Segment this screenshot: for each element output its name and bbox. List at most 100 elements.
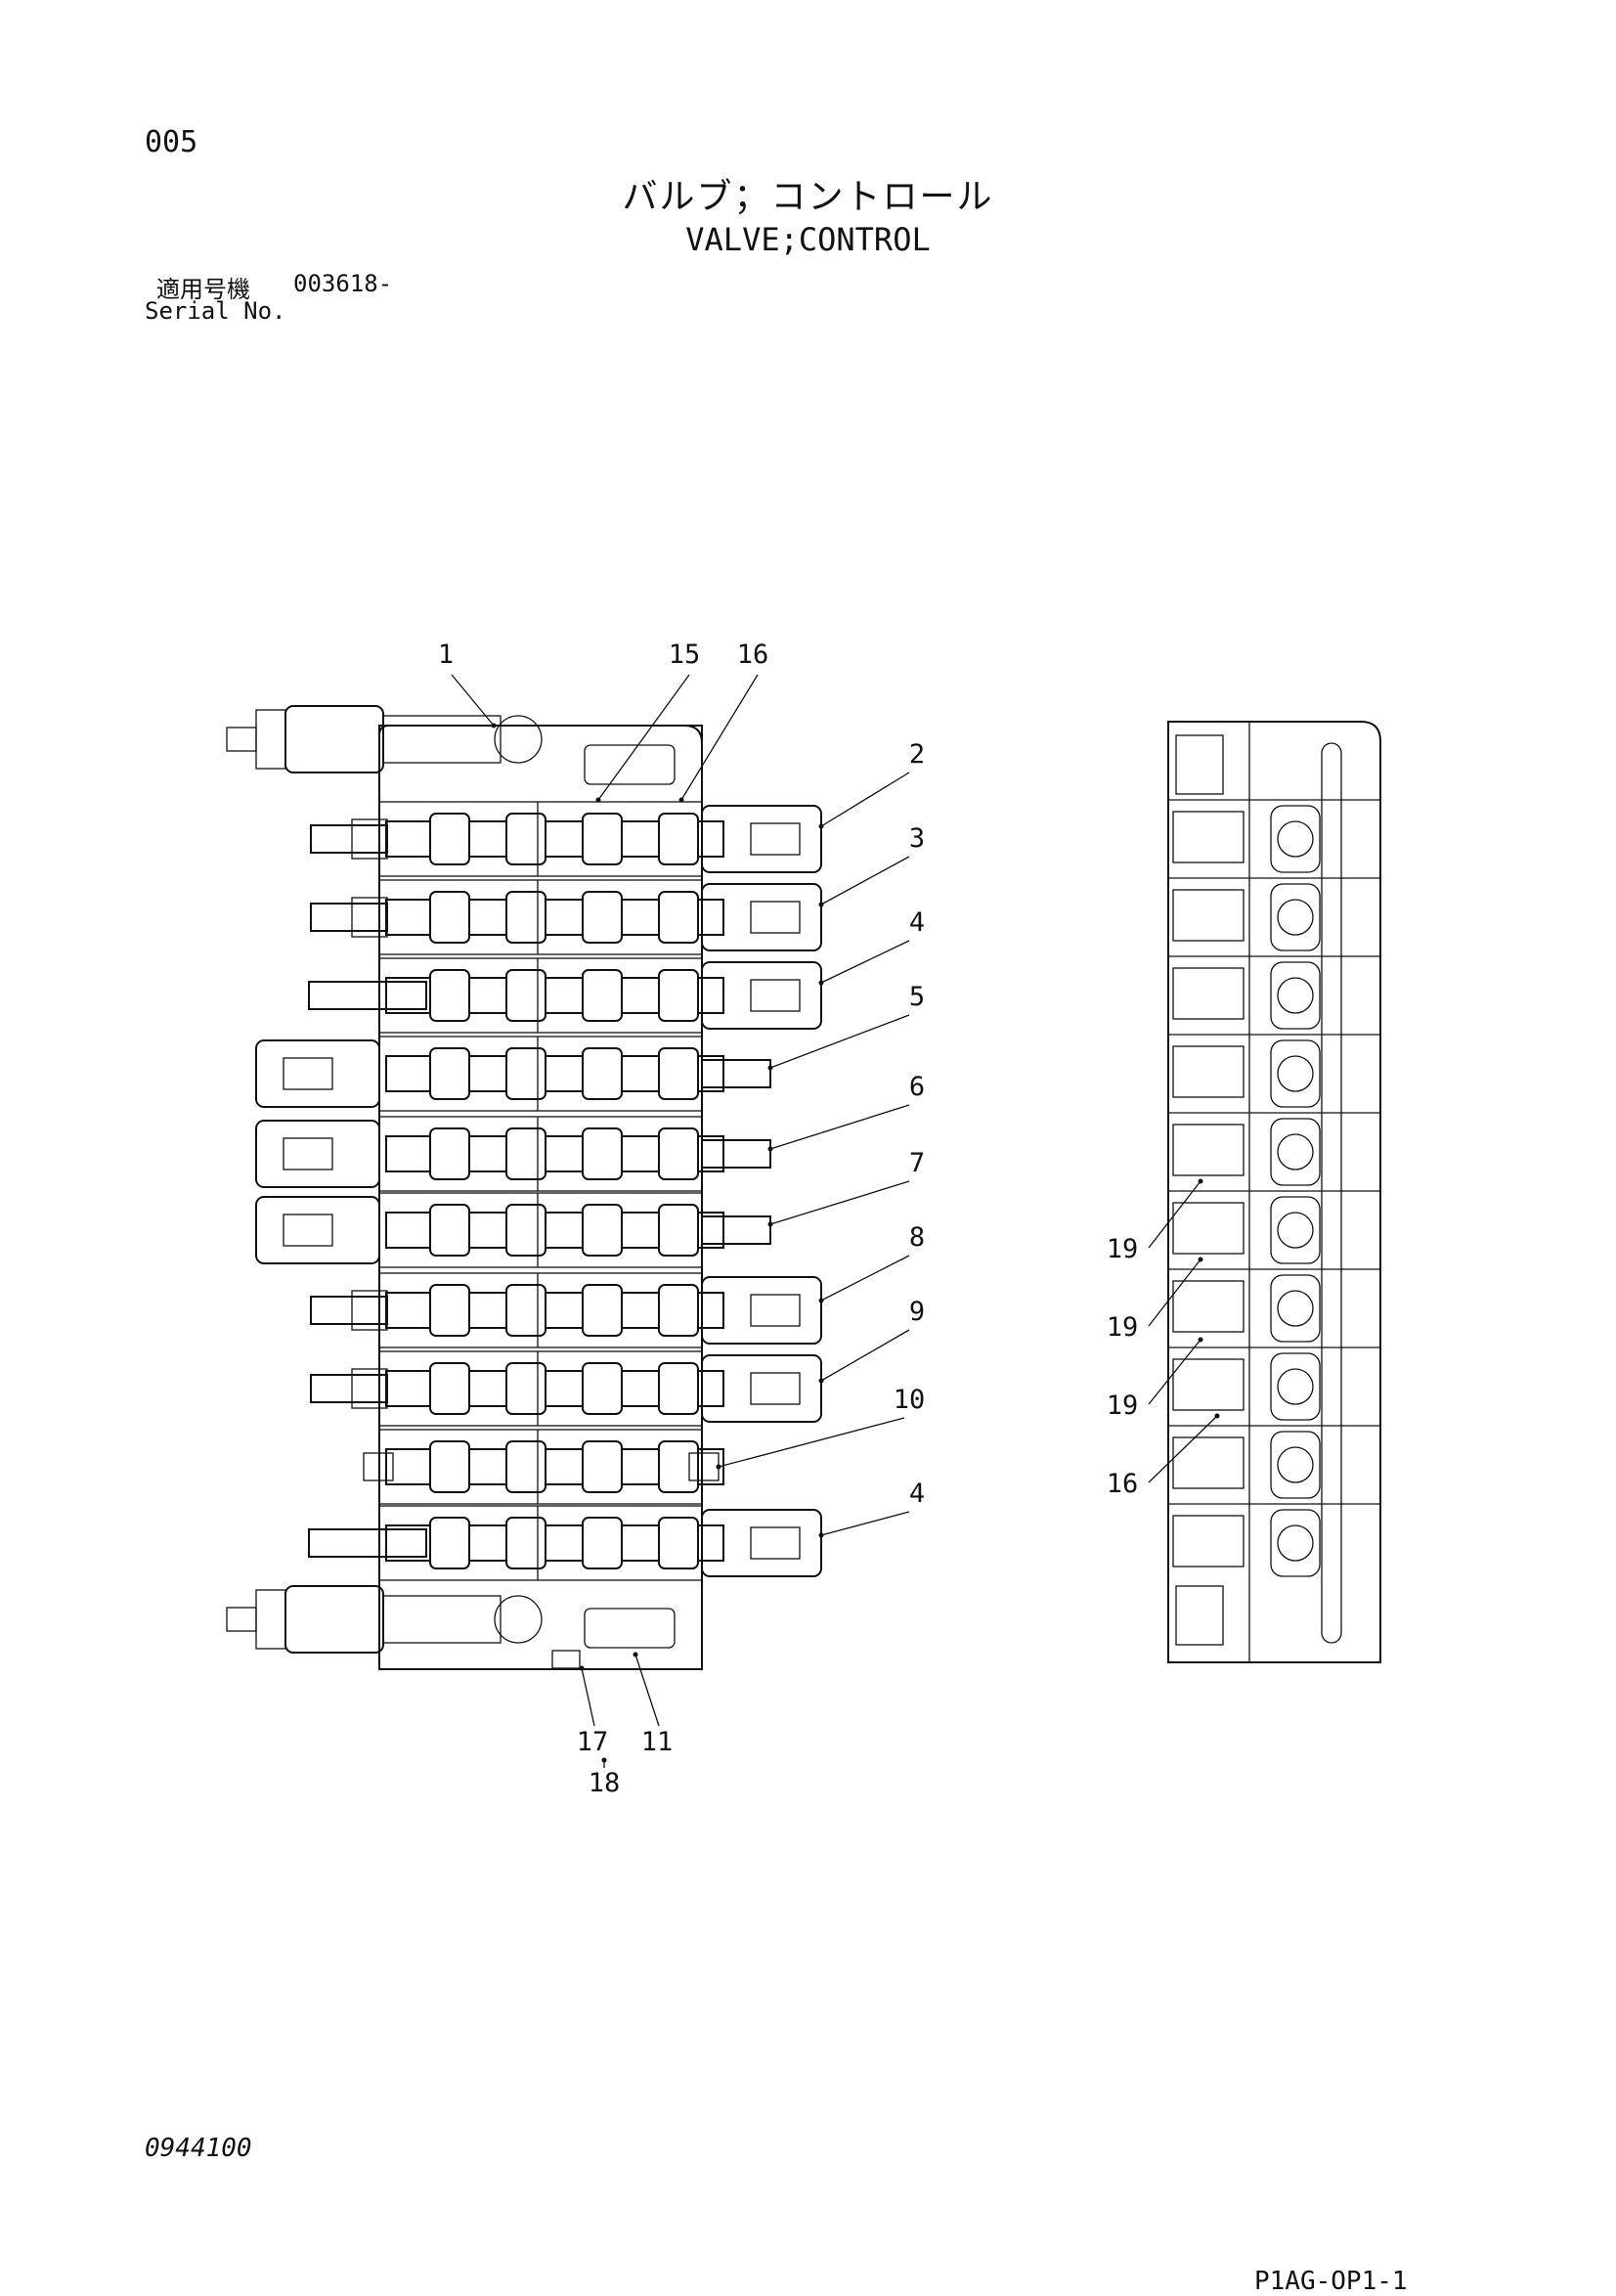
leader-line-c3	[820, 856, 910, 905]
leader-line-c7	[769, 1180, 910, 1225]
leader-line-c19c	[1148, 1339, 1201, 1405]
spool-land	[658, 1127, 699, 1180]
valve-front-view	[226, 705, 822, 1670]
spool-land	[505, 1284, 546, 1337]
left-spool-collar	[351, 1290, 388, 1331]
spool-section-10	[308, 1505, 822, 1581]
spool-land	[658, 1047, 699, 1100]
side-section-4	[1168, 1034, 1380, 1108]
leader-line-c19b	[1148, 1258, 1201, 1327]
leader-line-c15	[597, 674, 690, 801]
left-spring-cap	[255, 1120, 380, 1188]
serial-number-value: 003618-	[293, 270, 393, 297]
spool-section-9	[363, 1429, 724, 1505]
side-port-hole	[1277, 1212, 1314, 1249]
leader-line-c9	[820, 1329, 910, 1382]
spool-land	[429, 1204, 470, 1257]
leader-tip-c17	[579, 1665, 585, 1671]
title-english: VALVE;CONTROL	[685, 221, 931, 258]
serial-label-english: Serial No.	[145, 297, 286, 325]
side-section-2	[1168, 877, 1380, 951]
right-cap-plug	[750, 901, 801, 934]
bottom-solenoid-tip	[226, 1607, 257, 1632]
leader-line-c4b	[820, 1511, 910, 1536]
bottom-solenoid-body	[284, 1585, 384, 1654]
leader-line-c2	[820, 772, 910, 827]
spool-land	[658, 1517, 699, 1569]
spool-land	[582, 969, 623, 1022]
leader-line-c19a	[1148, 1180, 1201, 1249]
spool-land	[505, 891, 546, 944]
side-section-1	[1168, 799, 1380, 873]
leader-tip-c4b	[818, 1532, 824, 1538]
right-spring-cap	[701, 1509, 822, 1577]
spool-land	[658, 1440, 699, 1493]
spool-land	[582, 891, 623, 944]
left-spool-collar	[351, 1368, 388, 1409]
leader-tip-c16	[678, 797, 684, 803]
leader-tip-c19a	[1198, 1178, 1203, 1184]
section-housing	[378, 1429, 703, 1505]
spool-section-8	[310, 1350, 822, 1427]
callout-c5: 5	[909, 982, 925, 1012]
left-spring-cap	[255, 1039, 380, 1108]
side-cap	[1172, 1202, 1245, 1255]
leader-line-c10	[718, 1417, 905, 1468]
side-section-5	[1168, 1112, 1380, 1186]
spool-land	[505, 969, 546, 1022]
spool-land	[505, 813, 546, 865]
side-port-boss	[1270, 1509, 1321, 1577]
right-spring-cap	[701, 961, 822, 1030]
leader-tip-c4a	[818, 980, 824, 986]
spool-land	[505, 1517, 546, 1569]
leader-line-c6	[769, 1104, 910, 1150]
side-cap	[1172, 1358, 1245, 1411]
right-cap-plug	[750, 979, 801, 1012]
right-spool-end	[701, 1139, 771, 1169]
callout-c19a: 19	[1107, 1234, 1139, 1264]
leader-tip-c19b	[1198, 1257, 1203, 1262]
side-port-hole	[1277, 1290, 1314, 1327]
spool-land	[429, 1517, 470, 1569]
side-port-boss	[1270, 1118, 1321, 1186]
spool-land	[658, 1362, 699, 1415]
side-section-7	[1168, 1268, 1380, 1343]
leader-tip-c15	[595, 797, 601, 803]
left-spool-collar	[351, 897, 388, 938]
side-port-hole	[1277, 1446, 1314, 1483]
leader-tip-c18	[601, 1757, 607, 1763]
spool-section-2	[310, 879, 822, 955]
spool-land	[582, 1362, 623, 1415]
leader-tip-c1	[491, 723, 497, 729]
spool-land	[505, 1127, 546, 1180]
side-cap	[1172, 1436, 1245, 1489]
serial-label-japanese: 適用号機	[156, 276, 250, 303]
side-port-hole	[1277, 1133, 1314, 1170]
leader-tip-c8	[818, 1298, 824, 1303]
side-cap	[1172, 1045, 1245, 1098]
spool-land	[582, 1517, 623, 1569]
side-port-boss	[1270, 805, 1321, 873]
callout-c17: 17	[577, 1727, 609, 1757]
spool-land	[582, 1204, 623, 1257]
left-spool-end	[308, 1528, 427, 1558]
plug-17	[551, 1650, 581, 1669]
right-spring-cap	[701, 805, 822, 873]
callout-c2: 2	[909, 739, 925, 770]
left-spool-end	[310, 1296, 388, 1325]
spool-land	[505, 1047, 546, 1100]
side-port-boss	[1270, 1352, 1321, 1421]
leader-line-c8	[820, 1255, 910, 1302]
side-section-9	[1168, 1425, 1380, 1499]
top-solenoid-spool	[382, 715, 502, 764]
leader-tip-c2	[818, 823, 824, 829]
callout-c19b: 19	[1107, 1312, 1139, 1343]
spool-section-7	[310, 1272, 822, 1348]
spool-land	[505, 1362, 546, 1415]
side-cap	[1172, 1515, 1245, 1567]
sheet-code: P1AG-OP1-1	[1254, 2267, 1408, 2296]
side-bottom-fitting	[1175, 1585, 1224, 1646]
leader-tip-c11	[633, 1652, 638, 1657]
